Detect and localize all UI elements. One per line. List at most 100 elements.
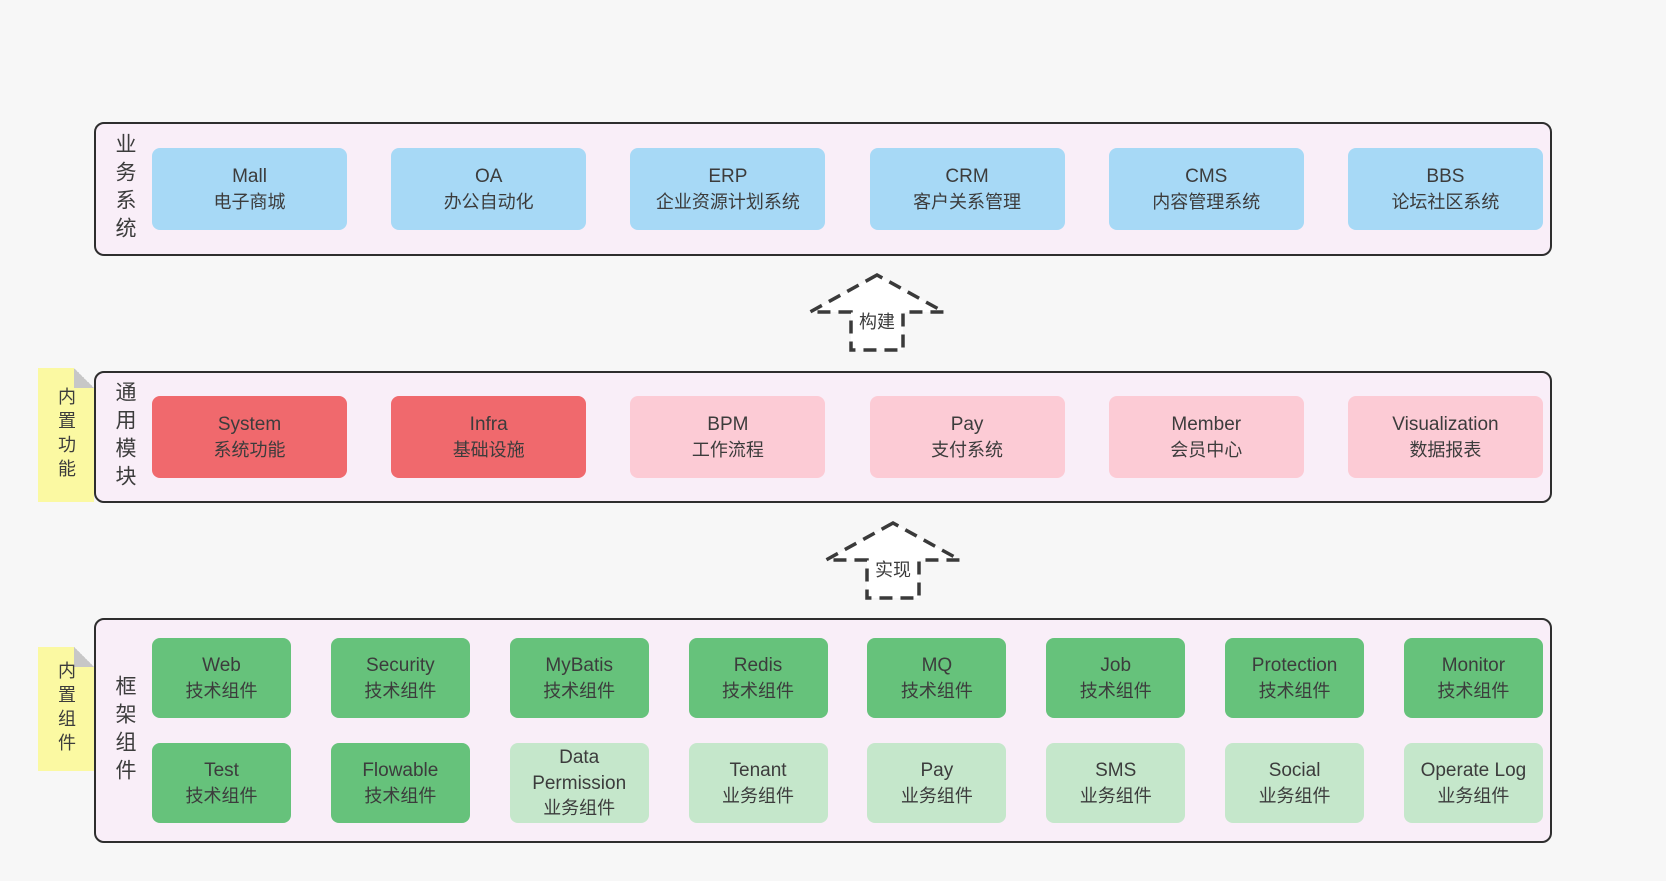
box-desc: 技术组件: [185, 785, 258, 806]
box-desc: 业务组件: [722, 785, 795, 806]
box-desc: 支付系统: [931, 439, 1004, 460]
box-operate-log: Operate Log 业务组件: [1403, 743, 1543, 823]
box-desc: 技术组件: [364, 680, 437, 701]
box-name: Operate Log: [1420, 760, 1527, 782]
box-name: Tenant: [729, 760, 787, 782]
box-desc: 数据报表: [1409, 439, 1482, 460]
box-web: Web 技术组件: [152, 638, 291, 718]
box-name: Member: [1171, 414, 1242, 436]
box-name: Infra: [469, 414, 508, 436]
sticky-note-builtin-components: 内置组件: [38, 647, 94, 771]
note-label: 内置功能: [56, 387, 76, 483]
box-name: System: [217, 414, 282, 436]
box-desc: 技术组件: [1437, 680, 1510, 701]
box-desc: 业务组件: [1258, 785, 1331, 806]
box-bbs: BBS 论坛社区系统: [1347, 148, 1543, 230]
box-desc: 电子商城: [213, 191, 286, 212]
box-name: Web: [202, 655, 241, 677]
box-name: OA: [474, 166, 503, 188]
box-name: Pay: [950, 414, 984, 436]
box-desc: 技术组件: [722, 680, 795, 701]
panel-side-label: 业务系统: [113, 133, 136, 245]
box-name: ERP: [708, 166, 748, 188]
box-mq: MQ 技术组件: [867, 638, 1007, 718]
box-system: System 系统功能: [152, 396, 347, 478]
box-name: Redis: [733, 655, 783, 677]
box-sms: SMS 业务组件: [1046, 743, 1186, 823]
box-name: Data Permission: [532, 747, 627, 794]
implement-arrow: 实现: [822, 520, 964, 601]
panel-business-systems: 业务系统 Mall 电子商城 OA 办公自动化 ERP 企业资源计划系统 CRM 客户关系管理…: [94, 122, 1552, 256]
box-desc: 客户关系管理: [913, 191, 1022, 212]
box-desc: 业务组件: [900, 785, 973, 806]
panel-side-label: 通用模块: [113, 381, 136, 493]
box-desc: 内容管理系统: [1152, 191, 1261, 212]
box-desc: 会员中心: [1170, 439, 1243, 460]
box-desc: 系统功能: [213, 439, 286, 460]
box-desc: 企业资源计划系统: [655, 191, 800, 212]
box-desc: 基础设施: [452, 439, 525, 460]
box-desc: 业务组件: [1437, 785, 1510, 806]
box-name: MQ: [921, 655, 953, 677]
box-name: BBS: [1426, 166, 1465, 188]
box-desc: 业务组件: [543, 798, 616, 819]
folded-corner-icon: [74, 368, 94, 388]
box-security: Security 技术组件: [330, 638, 470, 718]
box-name: Test: [204, 760, 239, 782]
box-name: SMS: [1095, 760, 1137, 782]
box-name: Monitor: [1441, 655, 1506, 677]
box-desc: 技术组件: [185, 680, 258, 701]
box-erp: ERP 企业资源计划系统: [630, 148, 826, 230]
box-name: Mall: [232, 166, 267, 188]
box-name: Protection: [1251, 655, 1338, 677]
arrow-label: 构建: [856, 308, 898, 334]
box-desc: 技术组件: [1258, 680, 1331, 701]
box-name: Job: [1100, 655, 1132, 677]
box-monitor: Monitor 技术组件: [1403, 638, 1543, 718]
box-flowable: Flowable 技术组件: [330, 743, 470, 823]
box-desc: 业务组件: [1079, 785, 1152, 806]
box-name: CRM: [945, 166, 989, 188]
box-member: Member 会员中心: [1108, 396, 1304, 478]
box-desc: 技术组件: [543, 680, 616, 701]
box-redis: Redis 技术组件: [688, 638, 828, 718]
box-pay: Pay 支付系统: [869, 396, 1065, 478]
sticky-note-builtin-features: 内置功能: [38, 368, 94, 502]
box-name: Visualization: [1392, 414, 1499, 436]
box-social: Social 业务组件: [1225, 743, 1365, 823]
panel-side-label: 框架组件: [113, 674, 136, 787]
box-visualization: Visualization 数据报表: [1347, 396, 1543, 478]
box-pay: Pay 业务组件: [867, 743, 1007, 823]
box-desc: 办公自动化: [443, 191, 534, 212]
box-name: BPM: [707, 414, 749, 436]
box-test: Test 技术组件: [152, 743, 291, 823]
box-name: Security: [366, 655, 435, 677]
build-arrow: 构建: [806, 272, 948, 353]
box-data-permission: Data Permission 业务组件: [509, 743, 649, 823]
box-desc: 技术组件: [364, 785, 437, 806]
note-label: 内置组件: [56, 661, 76, 757]
box-oa: OA 办公自动化: [391, 148, 587, 230]
box-name: Pay: [920, 760, 954, 782]
box-protection: Protection 技术组件: [1225, 638, 1365, 718]
box-name: Flowable: [362, 760, 439, 782]
box-infra: Infra 基础设施: [391, 396, 587, 478]
box-tenant: Tenant 业务组件: [688, 743, 828, 823]
box-desc: 技术组件: [900, 680, 973, 701]
box-name: Social: [1268, 760, 1321, 782]
box-desc: 论坛社区系统: [1391, 191, 1500, 212]
